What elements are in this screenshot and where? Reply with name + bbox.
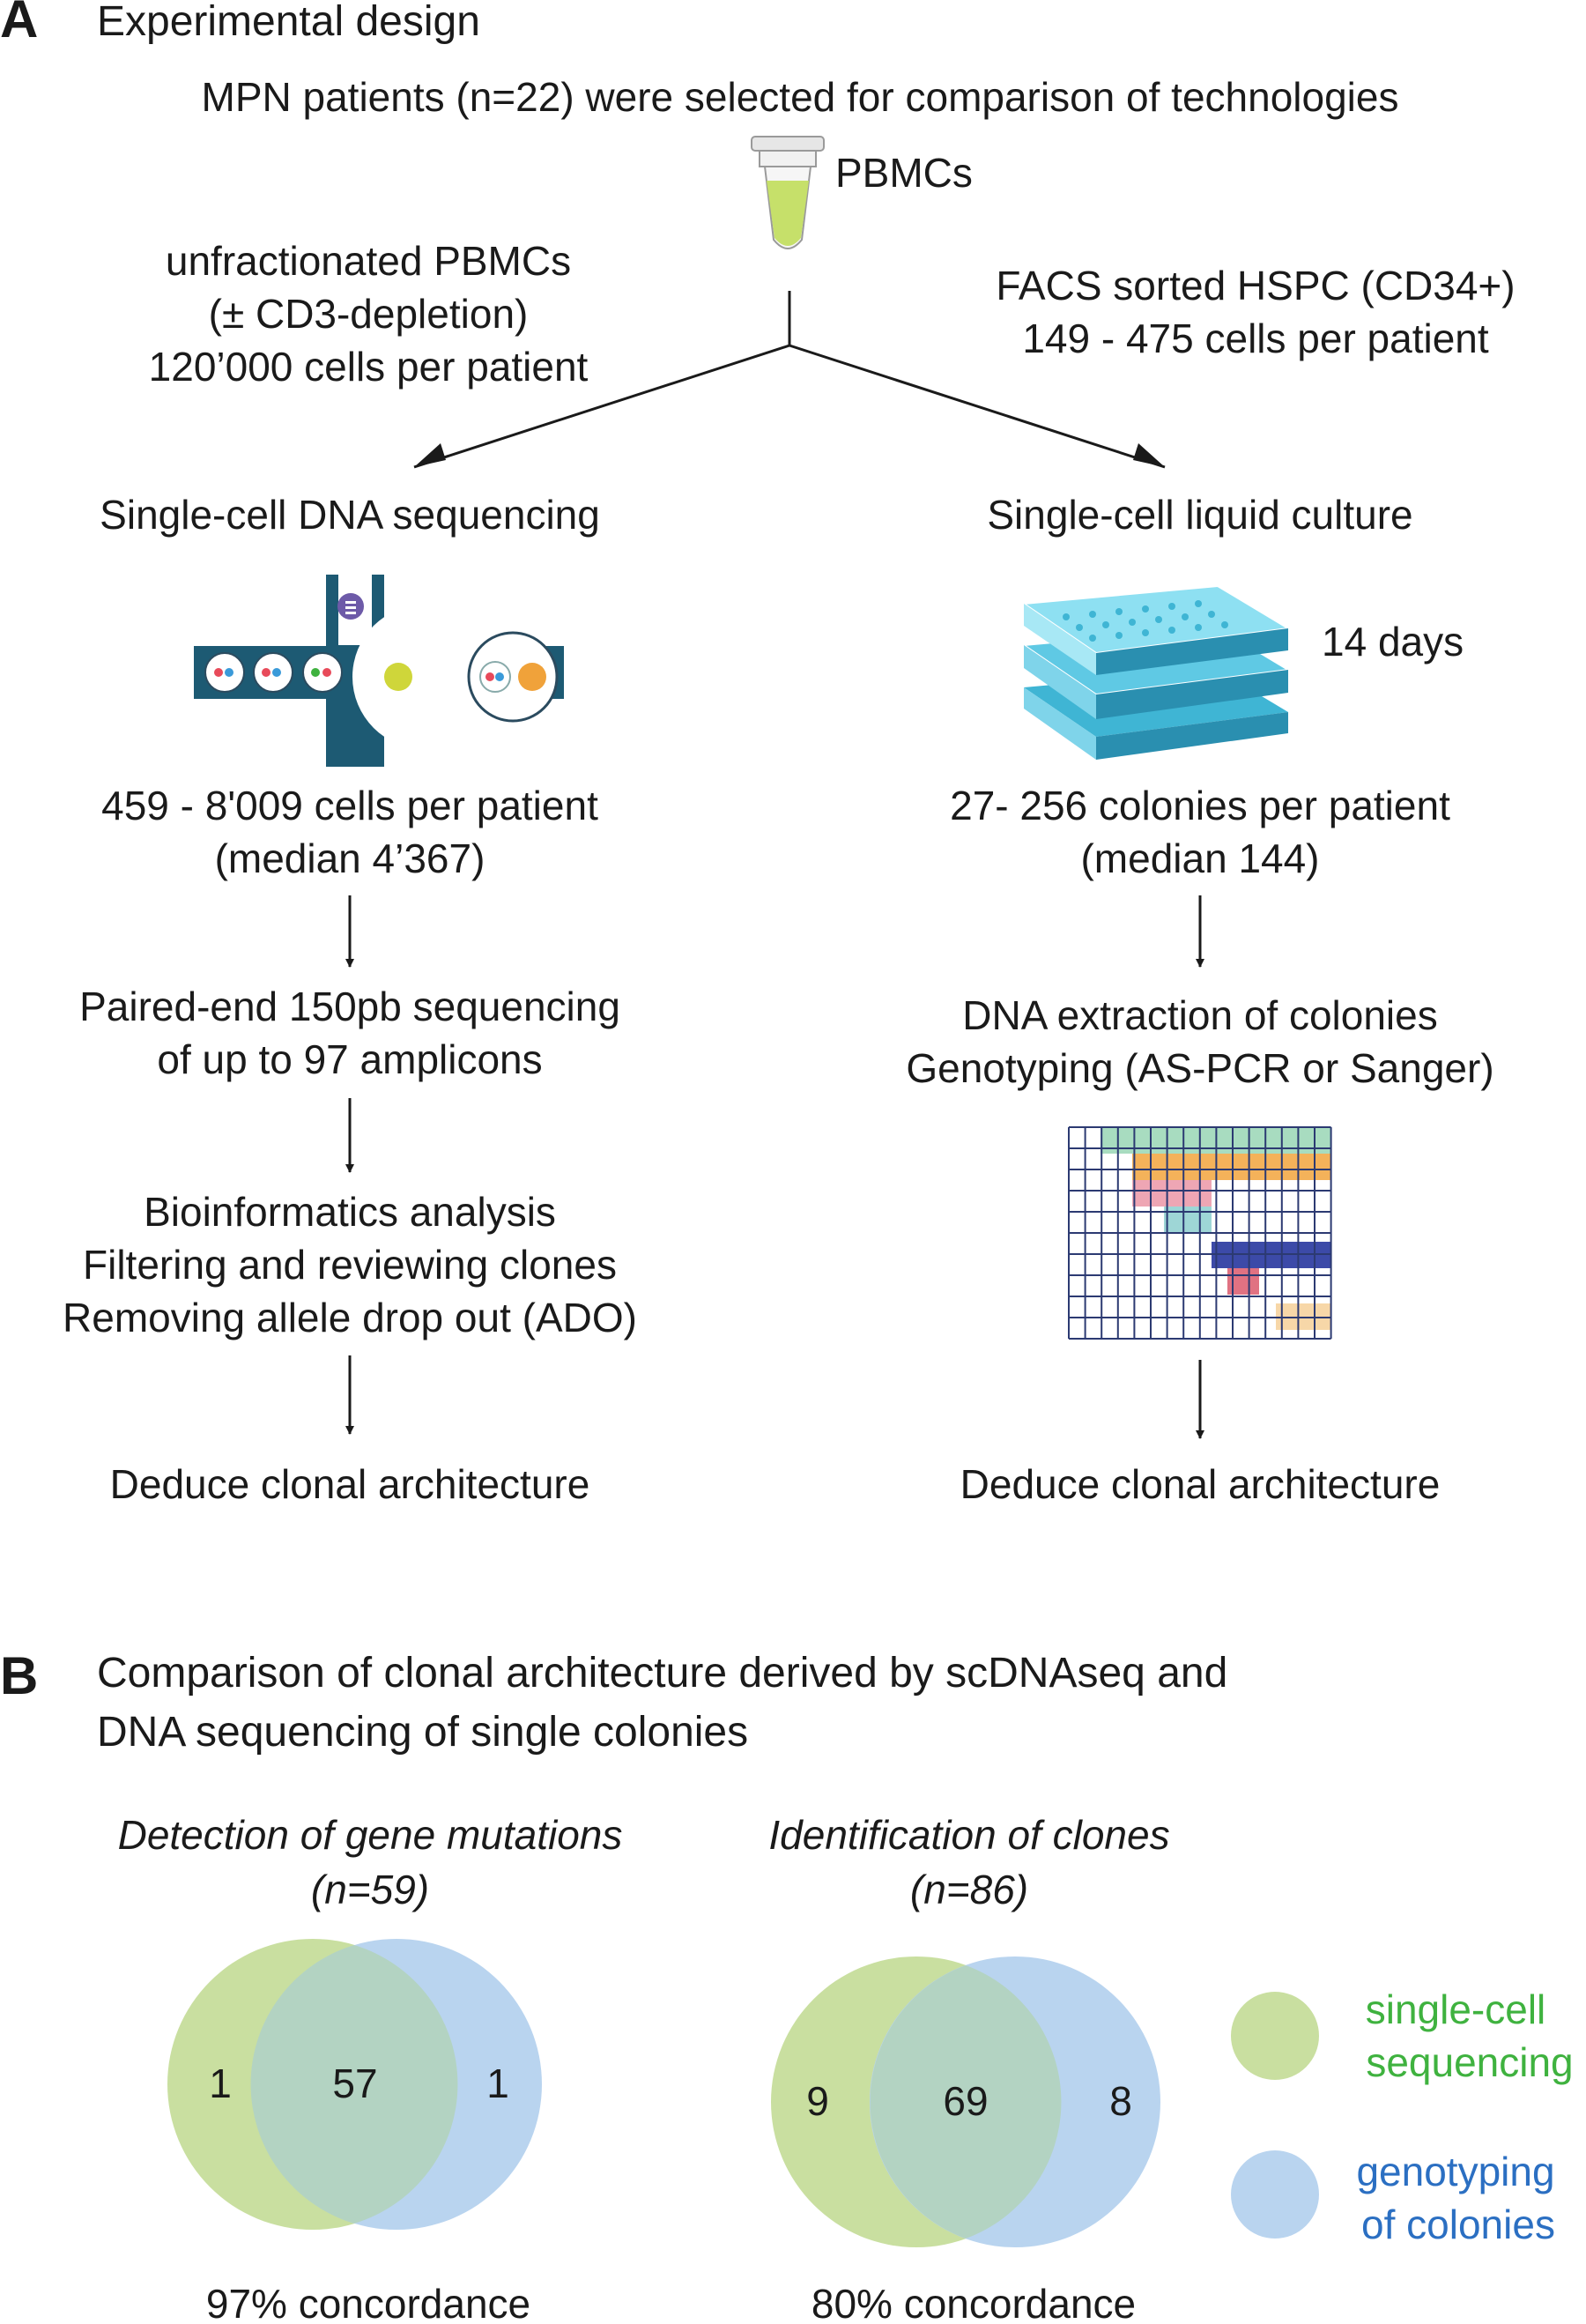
right-step2-line-2: Genotyping (AS-PCR or Sanger) <box>906 1045 1493 1091</box>
panel-a-title: Experimental design <box>97 0 480 45</box>
panel-a-letter: A <box>0 0 38 48</box>
legend-swatch-single-cell <box>1231 1992 1319 2080</box>
microfluidic-chip-icon <box>194 575 564 767</box>
right-input-line-1: FACS sorted HSPC (CD34+) <box>996 263 1515 308</box>
legend-swatch-genotyping <box>1231 2150 1319 2239</box>
right-method: Single-cell liquid culture <box>987 492 1412 538</box>
venn2-both: 69 <box>943 2078 988 2124</box>
right-result: Deduce clonal architecture <box>960 1461 1441 1507</box>
left-yield-line-1: 459 - 8'009 cells per patient <box>101 783 598 828</box>
panel-b-title-line-1: Comparison of clonal architecture derive… <box>97 1650 1227 1697</box>
genotype-grid-icon <box>1068 1126 1332 1340</box>
venn1-both: 57 <box>332 2060 377 2106</box>
well-plate-icon <box>1021 584 1291 760</box>
venn2-left-only: 9 <box>806 2078 829 2124</box>
intro-text: MPN patients (n=22) were selected for co… <box>202 74 1399 120</box>
venn2-title-line-2: (n=86) <box>910 1867 1028 1912</box>
legend-label-genotyping-line-1: genotyping <box>1356 2149 1554 2194</box>
legend-label-single-cell-line-1: single-cell <box>1366 1986 1546 2032</box>
venn1-overlap <box>250 1945 458 2224</box>
branch-arrows <box>413 291 1166 469</box>
venn2-diagram <box>771 1956 1160 2247</box>
legend-label-single-cell-line-2: sequencing <box>1366 2039 1573 2085</box>
panel-b-title-line-2: DNA sequencing of single colonies <box>97 1709 748 1756</box>
right-step2-line-1: DNA extraction of colonies <box>962 992 1438 1038</box>
left-result: Deduce clonal architecture <box>110 1461 590 1507</box>
left-input-line-2: (± CD3-depletion) <box>209 291 529 337</box>
right-yield-line-2: (median 144) <box>1080 835 1319 881</box>
culture-duration: 14 days <box>1322 619 1464 665</box>
left-input-line-1: unfractionated PBMCs <box>166 238 571 284</box>
venn1-title-line-1: Detection of gene mutations <box>118 1812 623 1858</box>
venn2-right-only: 8 <box>1109 2078 1132 2124</box>
venn1-diagram <box>167 1939 542 2230</box>
right-input-line-2: 149 - 475 cells per patient <box>1022 316 1489 361</box>
legend-label-genotyping-line-2: of colonies <box>1361 2201 1555 2247</box>
venn1-concordance: 97% concordance <box>206 2281 530 2324</box>
tube-label: PBMCs <box>835 150 973 196</box>
left-step3-line-3: Removing allele drop out (ADO) <box>63 1295 637 1340</box>
left-input-line-3: 120’000 cells per patient <box>149 344 589 390</box>
venn2-concordance: 80% concordance <box>812 2281 1136 2324</box>
panel-b-letter: B <box>0 1646 38 1705</box>
pbmc-tube-icon <box>751 136 825 249</box>
venn1-title-line-2: (n=59) <box>311 1867 429 1912</box>
venn2-overlap <box>870 1965 1062 2239</box>
right-yield-line-1: 27- 256 colonies per patient <box>950 783 1450 828</box>
venn2-title-line-1: Identification of clones <box>768 1812 1169 1858</box>
left-method: Single-cell DNA sequencing <box>100 492 600 538</box>
left-yield-line-2: (median 4’367) <box>215 835 485 881</box>
left-step3-line-1: Bioinformatics analysis <box>144 1189 556 1235</box>
left-step3-line-2: Filtering and reviewing clones <box>83 1242 617 1288</box>
venn1-left-only: 1 <box>209 2060 232 2106</box>
legend: single-cell sequencing genotyping of col… <box>1231 1986 1574 2247</box>
left-step2-line-2: of up to 97 amplicons <box>157 1036 542 1082</box>
left-step2-line-1: Paired-end 150pb sequencing <box>79 984 620 1029</box>
venn1-right-only: 1 <box>486 2060 509 2106</box>
